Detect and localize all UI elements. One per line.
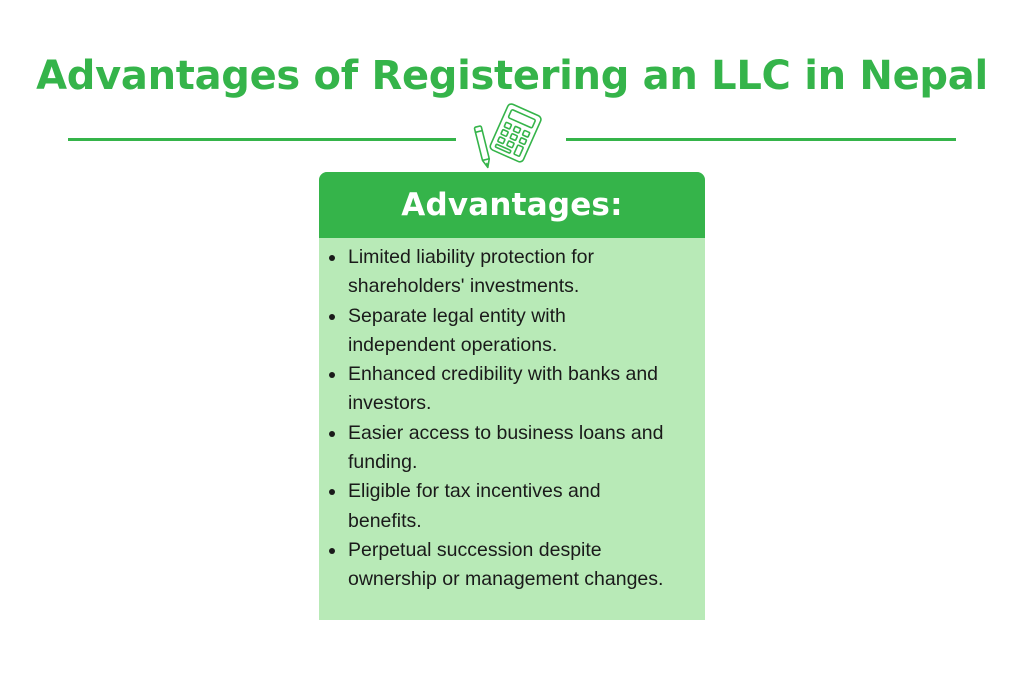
bullet-icon [329, 313, 335, 320]
title-divider-left [68, 138, 456, 141]
list-item-line: shareholders' investments. [348, 275, 580, 298]
list-item: Perpetual succession despite ownership o… [319, 536, 705, 595]
page-title: Advantages of Registering an LLC in Nepa… [36, 53, 988, 99]
pen-icon [473, 125, 491, 169]
list-item: Eligible for tax incentives and benefits… [319, 477, 705, 536]
list-item-line: funding. [348, 451, 418, 474]
card-header: Advantages: [319, 172, 705, 238]
list-item-line: benefits. [348, 509, 422, 532]
bullet-icon [329, 255, 335, 261]
list-item: Enhanced credibility with banks and inve… [319, 360, 705, 419]
list-item: Separate legal entity with independent o… [319, 302, 705, 361]
list-item-line: Eligible for tax incentives and [348, 480, 601, 503]
calculator-icon [473, 103, 542, 169]
card-title: Advantages: [401, 187, 623, 223]
list-item-line: Easier access to business loans and [348, 421, 664, 444]
list-item-line: Perpetual succession despite [348, 538, 602, 561]
list-item-line: Enhanced credibility with banks and [348, 363, 659, 386]
bullet-icon [329, 489, 335, 496]
title-divider-right [566, 138, 956, 141]
bullet-icon [329, 547, 335, 554]
advantages-list: Limited liability protection for shareho… [319, 238, 705, 595]
bullet-icon [329, 372, 335, 379]
list-item-line: investors. [348, 392, 432, 415]
list-item-line: Limited liability protection for [348, 246, 595, 268]
list-item-line: ownership or management changes. [348, 568, 664, 591]
list-item-line: independent operations. [348, 333, 558, 356]
bullet-icon [329, 430, 335, 437]
list-item: Limited liability protection for shareho… [319, 243, 705, 302]
list-item: Easier access to business loans and fund… [319, 419, 705, 478]
list-item-line: Separate legal entity with [348, 304, 566, 327]
advantages-card: Advantages: Limited liability protection… [319, 172, 705, 620]
